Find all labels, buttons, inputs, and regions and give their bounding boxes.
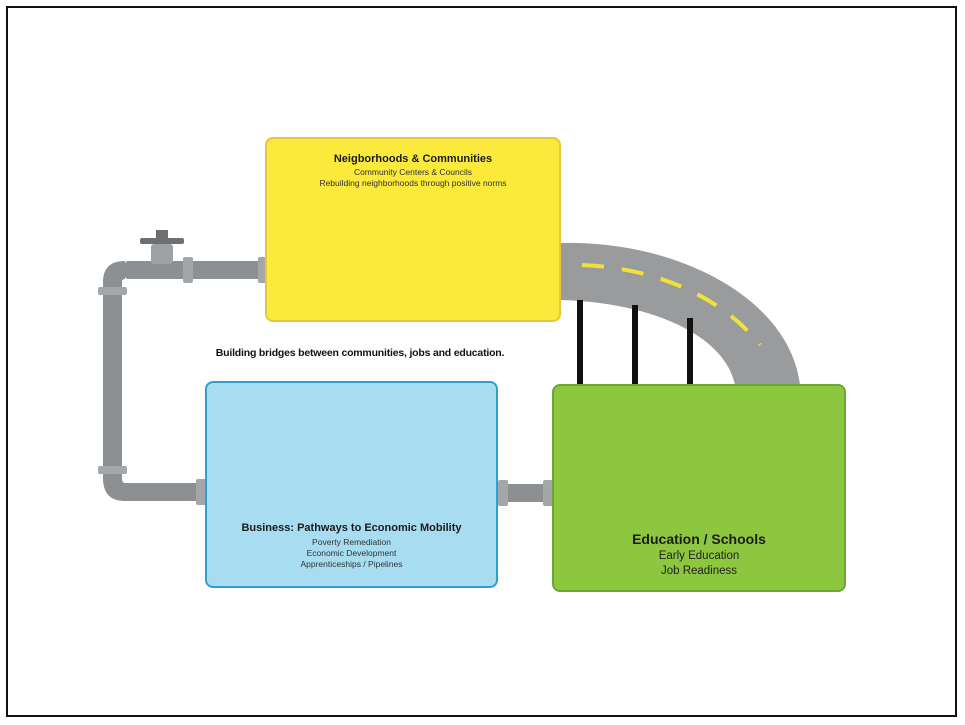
business-title: Business: Pathways to Economic Mobility: [241, 522, 462, 534]
business-line-1: Poverty Remediation: [312, 537, 391, 547]
business-line-2: Economic Development: [306, 548, 397, 558]
neighborhoods-line-1: Community Centers & Councils: [353, 167, 473, 177]
education-card: [552, 384, 846, 592]
road-bridge-icon: [560, 242, 800, 385]
pipe-icon: [98, 257, 554, 506]
education-line-2: Job Readiness: [660, 565, 738, 577]
tagline: Building bridges between communities, jo…: [215, 347, 505, 359]
education-title: Education / Schools: [632, 531, 766, 547]
neighborhoods-line-2: Rebuilding neighborhoods through positiv…: [319, 178, 507, 188]
neighborhoods-card: [265, 137, 561, 322]
education-line-1: Early Education: [658, 550, 740, 562]
business-line-3: Apprenticeships / Pipelines: [300, 559, 403, 569]
business-card: [205, 381, 498, 588]
slide-frame: [6, 6, 957, 717]
valve-icon: [140, 230, 184, 264]
neighborhoods-title: Neigborhoods & Communities: [333, 153, 493, 165]
